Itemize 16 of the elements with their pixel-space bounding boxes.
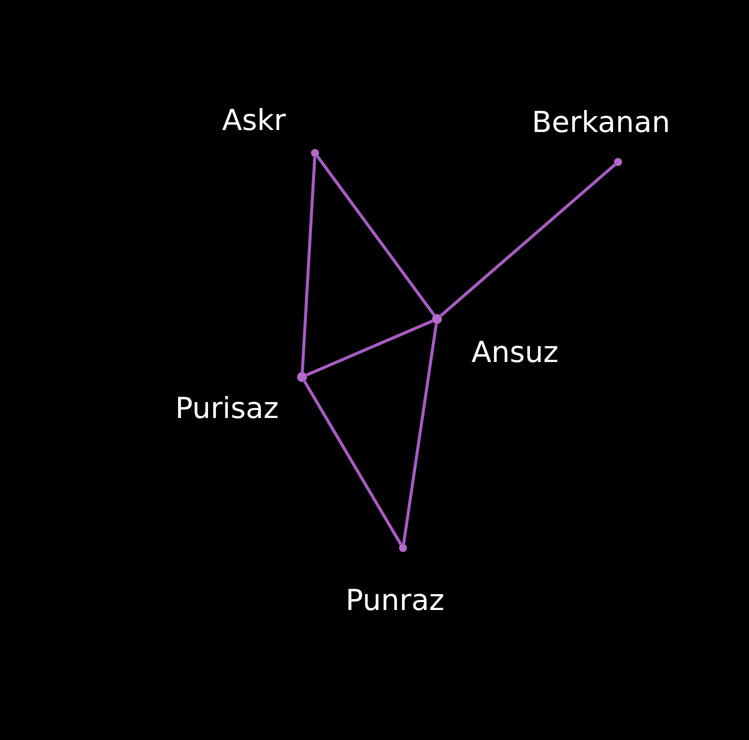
connector-line <box>300 156 316 372</box>
star-dot <box>432 314 442 324</box>
star-name: Ansuz <box>472 335 558 369</box>
star-dot <box>399 544 407 552</box>
star-dot <box>297 372 307 382</box>
connector-line <box>316 155 436 316</box>
star-name: Punraz <box>346 583 444 617</box>
star-dot <box>614 158 622 166</box>
star-name: Askr <box>222 103 286 137</box>
connector-line <box>303 380 402 546</box>
connector-line <box>306 320 433 376</box>
connector-line <box>440 163 616 317</box>
star-dot <box>311 149 319 157</box>
connector-line <box>402 324 438 544</box>
star-name: Berkanan <box>532 105 670 139</box>
star-name: Purisaz <box>175 391 279 425</box>
